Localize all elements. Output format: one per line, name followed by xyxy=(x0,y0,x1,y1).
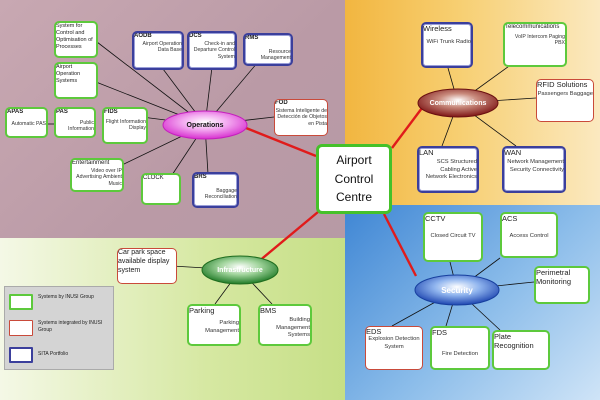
link-center-communications xyxy=(391,107,423,149)
legend: Systems by INUSI Group Systems integrate… xyxy=(4,286,114,370)
operations-hub-shape xyxy=(162,110,248,140)
acs-box[interactable]: ACS Access Control xyxy=(500,212,558,258)
fds-box[interactable]: FDS Fire Detection xyxy=(430,326,490,370)
legend-swatch-green xyxy=(9,294,33,310)
pas-box[interactable]: PAS Public Information xyxy=(54,107,96,138)
wireless-box[interactable]: Wireless WiFi Trunk Radio xyxy=(421,22,473,68)
telecommunications-box[interactable]: Telecommunications VoIP Intercom Paging … xyxy=(503,22,567,67)
fod-title: FOD xyxy=(275,100,288,106)
plate-recognition-box[interactable]: Plate Recognition xyxy=(492,330,550,370)
rms-title: RMS xyxy=(245,35,259,41)
legend-swatch-purple xyxy=(9,347,33,363)
socop-title: System for Control and Optimisation of P… xyxy=(56,23,93,50)
rfid-title: RFID Solutions xyxy=(537,80,588,89)
entertainment-title: Entertainment xyxy=(72,160,110,166)
telecommunications-desc: VoIP Intercom Paging PBX xyxy=(514,33,565,47)
airport-control-centre[interactable]: Airport Control Centre xyxy=(316,144,392,214)
clock-title: CLOCK xyxy=(143,175,164,181)
parking-desc: Parking Management xyxy=(205,320,239,334)
fds-title: FDS xyxy=(432,328,447,337)
wan-desc: Network Management Security Connectivity xyxy=(507,159,564,173)
center-line-2: Control xyxy=(334,171,374,186)
legend-label-integrated: Systems integrated by INUSI Group xyxy=(38,320,103,333)
wireless-title: Wireless xyxy=(423,24,452,33)
communications-hub-shape xyxy=(417,88,499,118)
brs-title: BRS xyxy=(194,174,207,180)
telecommunications-title: Telecommunications xyxy=(505,24,560,30)
carpark-title: Car park space available display system xyxy=(118,249,170,274)
eds-desc: Explosion Detection System xyxy=(368,336,420,350)
bms-title: BMS xyxy=(260,306,277,315)
bms-desc: Building Management Systems xyxy=(276,317,310,338)
cctv-title: CCTV xyxy=(425,214,446,223)
dcs-box[interactable]: DCS Check-in and Departure Control Syste… xyxy=(187,31,237,70)
fids-box[interactable]: FIDS Flight Information Display xyxy=(102,107,148,144)
aodb-desc: Airport Operation Data Base xyxy=(142,40,182,54)
link-center-operations xyxy=(245,126,317,158)
communications-hub[interactable]: Communications xyxy=(429,99,487,107)
acs-desc: Access Control xyxy=(509,233,549,240)
parking-box[interactable]: Parking Parking Management xyxy=(187,304,241,346)
bms-box[interactable]: BMS Building Management Systems xyxy=(258,304,312,346)
center-line-1: Airport xyxy=(336,153,372,168)
parking-title: Parking xyxy=(189,306,215,315)
lan-title: LAN xyxy=(419,148,434,157)
carpark-box[interactable]: Car park space available display system xyxy=(117,248,177,284)
fod-desc: Sistema Inteligente de Detección de Obje… xyxy=(275,107,327,127)
legend-swatch-red xyxy=(9,320,33,336)
cctv-box[interactable]: CCTV Closed Circuit TV xyxy=(423,212,483,262)
airport-operation-systems-box[interactable]: Airport Operation Systems xyxy=(54,62,98,99)
fod-box[interactable]: FOD Sistema Inteligente de Detección de … xyxy=(274,99,328,136)
dcs-title: DCS xyxy=(189,33,202,39)
legend-label-sita: SITA Portfolio xyxy=(38,351,69,357)
pas-desc: Public Information xyxy=(68,119,94,133)
socop-box[interactable]: System for Control and Optimisation of P… xyxy=(54,21,98,58)
rms-box[interactable]: RMS Resource Management xyxy=(243,33,293,66)
rfid-desc: Passengers Baggage xyxy=(537,91,593,98)
security-hub-shape xyxy=(414,274,500,306)
eds-box[interactable]: EDS Explosion Detection System xyxy=(365,326,423,370)
link-center-security xyxy=(382,213,418,277)
apas-title: APAS xyxy=(7,109,24,115)
link-center-infrastructure xyxy=(257,211,319,263)
aodb-title: AODB xyxy=(134,33,152,39)
acs-title: ACS xyxy=(502,214,518,223)
eds-title: EDS xyxy=(366,327,382,336)
fids-title: FIDS xyxy=(104,109,118,115)
lan-box[interactable]: LAN SCS Structured Cabling Active Networ… xyxy=(417,146,479,193)
rfid-box[interactable]: RFID Solutions Passengers Baggage xyxy=(536,79,594,122)
legend-label-systems: Systems by INUSI Group xyxy=(38,294,94,300)
dcs-desc: Check-in and Departure Control System xyxy=(193,40,235,60)
operations-hub[interactable]: Operations xyxy=(186,121,224,129)
wan-title: WAN xyxy=(504,148,522,157)
infrastructure-hub[interactable]: Infrastructure xyxy=(217,266,263,274)
legend-item-systems: Systems by INUSI Group xyxy=(9,294,108,310)
legend-item-sita: SITA Portfolio xyxy=(9,347,108,363)
apas-desc: Automatic PAS xyxy=(11,120,46,127)
pas-title: PAS xyxy=(56,109,68,115)
cctv-desc: Closed Circuit TV xyxy=(430,233,476,240)
perimetral-title: Perimetral Monitoring xyxy=(536,268,572,287)
wireless-desc: WiFi Trunk Radio xyxy=(426,39,471,46)
apas-box[interactable]: APAS Automatic PAS xyxy=(5,107,48,138)
entertainment-box[interactable]: Entertainment Video over IP Advertising … xyxy=(70,158,124,192)
fids-desc: Flight Information Display xyxy=(105,118,146,132)
legend-item-integrated: Systems integrated by INUSI Group xyxy=(9,320,108,336)
lan-desc: SCS Structured Cabling Active Network El… xyxy=(425,159,477,180)
entertainment-desc: Video over IP Advertising Ambient Music xyxy=(76,167,122,187)
aodb-box[interactable]: AODB Airport Operation Data Base xyxy=(132,31,184,70)
perimetral-box[interactable]: Perimetral Monitoring xyxy=(534,266,590,304)
clock-box[interactable]: CLOCK xyxy=(141,173,181,205)
plate-recognition-title: Plate Recognition xyxy=(494,332,534,351)
wan-box[interactable]: WAN Network Management Security Connecti… xyxy=(502,146,566,193)
brs-box[interactable]: BRS Baggage Reconciliation xyxy=(192,172,239,208)
center-line-3: Centre xyxy=(335,190,373,205)
security-hub[interactable]: Security xyxy=(441,285,473,295)
aos-title: Airport Operation Systems xyxy=(56,64,81,84)
infrastructure-hub-shape xyxy=(201,255,279,285)
rms-desc: Resource Management xyxy=(260,48,291,62)
fds-desc: Fire Detection xyxy=(441,351,479,358)
brs-desc: Baggage Reconciliation xyxy=(204,187,237,201)
